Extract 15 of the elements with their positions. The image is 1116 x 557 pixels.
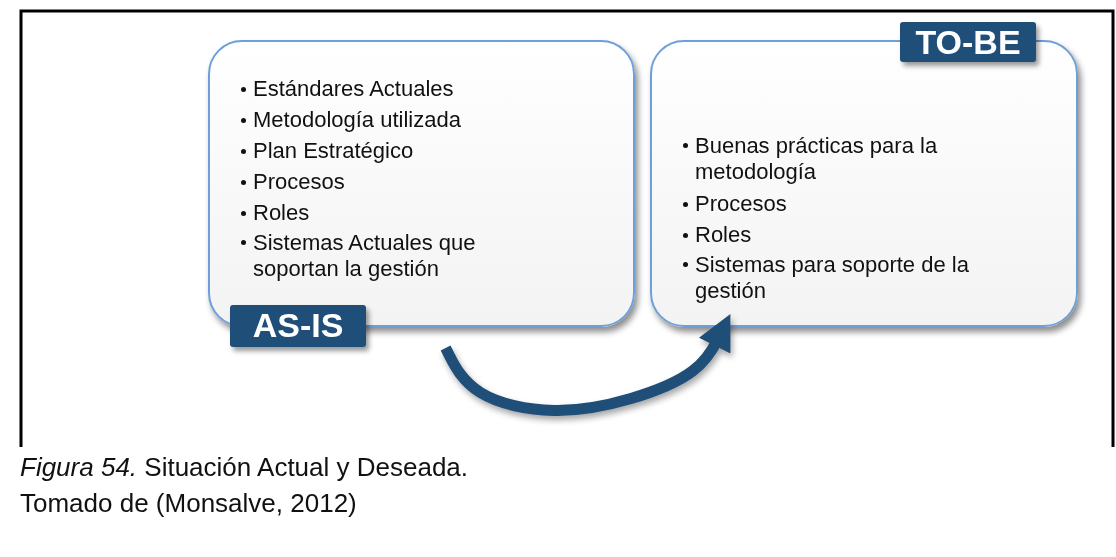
figure-caption: Figura 54. Situación Actual y Deseada. — [20, 452, 469, 483]
bullet-item: Roles — [240, 197, 540, 228]
bullet-item: Roles — [682, 219, 1042, 250]
bullet-item: Sistemas Actuales que soportan la gestión — [240, 228, 540, 285]
bullet-item: Buenas prácticas para la metodología — [682, 131, 1042, 188]
curved-arrow — [440, 314, 731, 416]
bullet-item: Procesos — [240, 166, 540, 197]
bullet-item: Estándares Actuales — [240, 73, 540, 104]
bullet-item: Sistemas para soporte de la gestión — [682, 250, 1042, 307]
bullet-item: Plan Estratégico — [240, 135, 540, 166]
tab-label: TO-BE — [900, 22, 1036, 62]
bullet-item: Procesos — [682, 188, 1042, 219]
source-note: Tomado de (Monsalve, 2012) — [20, 488, 357, 519]
tab-label: AS-IS — [230, 305, 366, 347]
bullet-item: Metodología utilizada — [240, 104, 540, 135]
